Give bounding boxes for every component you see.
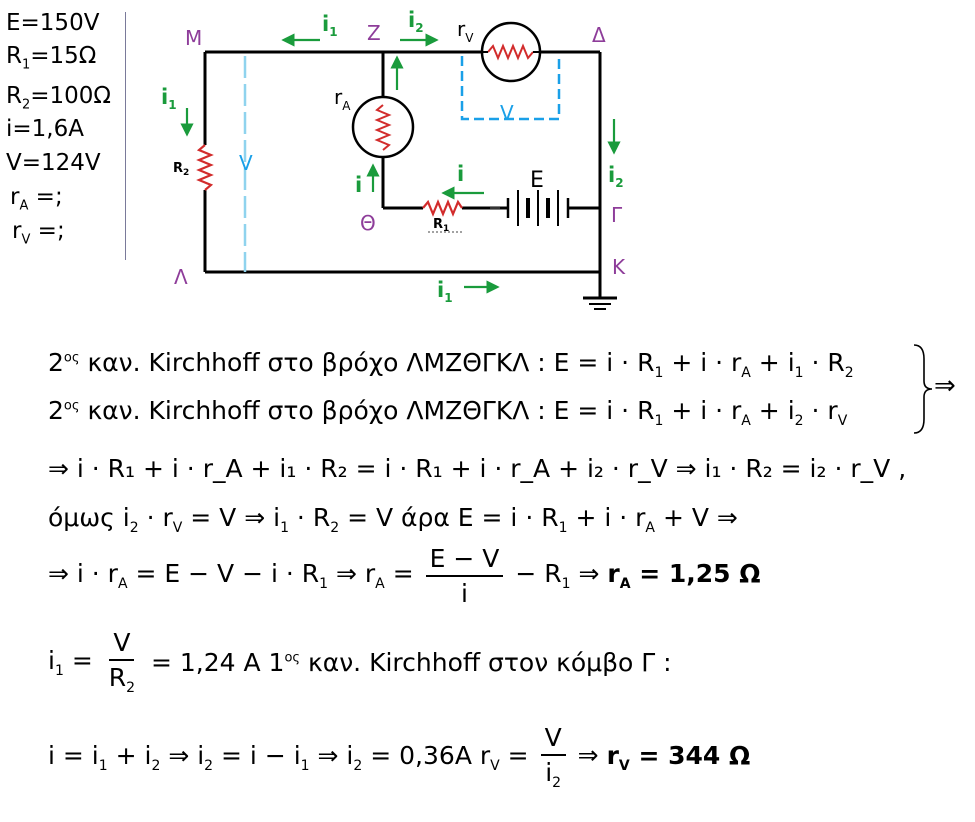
resistor-R1 [422,199,463,217]
label-i-mid: i [457,162,464,186]
equation-line-7: i = i1 + i2 ⇒ i2 = i − i1 ⇒ i2 = 0,36A r… [48,723,751,791]
equation-line-2: 2ος καν. Kirchhoff στο βρόχο ΛΜΖΘΓΚΛ : E… [48,396,848,429]
label-i1-left: i1 [161,85,177,112]
node-K: Κ [612,255,626,279]
label-i2-top: i2 [408,8,424,35]
label-V-left: V [239,151,253,175]
implies-arrow: ⇒ [934,371,956,401]
battery-E [506,190,570,226]
voltmeter-resistor-icon [487,43,534,61]
given-R1: R1=15Ω [6,43,97,73]
node-D: Δ [592,23,606,47]
node-Z: Ζ [367,21,381,45]
label-rA: rA [334,85,351,113]
separator-line [125,12,126,260]
result-rA: rA = 1,25 Ω [607,559,761,592]
label-i1-top: i1 [322,12,338,39]
node-Th: Θ [360,211,376,235]
given-V: V=124V [6,150,101,176]
node-G: Γ [611,203,623,227]
given-rV: rV =; [12,218,65,248]
label-R1: R1 [433,217,449,234]
equation-line-1: 2ος καν. Kirchhoff στο βρόχο ΛΜΖΘΓΚΛ : E… [48,348,854,381]
given-rA: rA =; [10,184,63,214]
brace-right [913,344,933,434]
label-i-left: i [355,173,362,197]
ammeter-resistor-icon [374,104,392,151]
label-E: E [530,168,544,193]
label-i1-bottom: i1 [437,278,453,305]
given-R2: R2=100Ω [6,83,112,113]
node-L: Λ [174,265,188,289]
voltmeter-dashed-bracket [460,56,561,121]
circuit-diagram: Μ Ζ Δ Λ Θ Γ Κ i1 i2 i1 i i i2 i1 rV rA R… [161,8,626,310]
resistor-R2 [196,144,214,191]
wires [203,50,617,310]
equation-line-4: όμως i2 · rV = V ⇒ i1 · R2 = V άρα E = i… [48,503,738,536]
label-rV: rV [457,17,474,45]
equation-line-3: ⇒ i · R₁ + i · r_A + i₁ · R₂ = i · R₁ + … [48,454,907,483]
label-i2-right: i2 [608,163,624,190]
result-rV: rV = 344 Ω [606,740,751,774]
given-i: i=1,6A [6,116,84,142]
given-E: E=150V [6,10,100,36]
node-M: Μ [185,26,202,50]
label-R2: R2 [173,161,189,178]
label-V-meter: V [500,101,514,125]
